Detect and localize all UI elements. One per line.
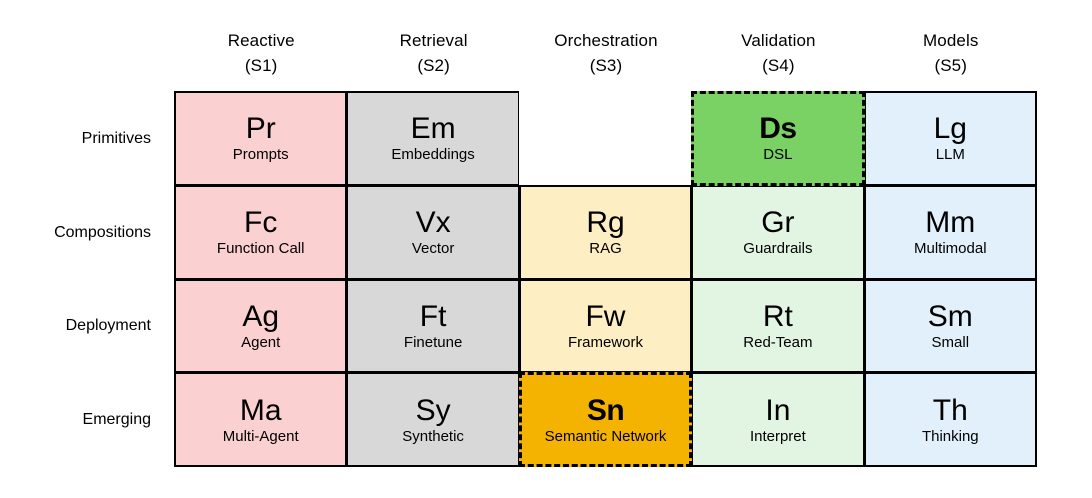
element-name: Multimodal: [914, 240, 987, 258]
column-header-name: Orchestration: [554, 31, 658, 50]
element-symbol: Vx: [415, 206, 451, 240]
element-symbol: Em: [410, 112, 456, 146]
column-header-name: Validation: [741, 31, 816, 50]
row-label-emerging: Emerging: [82, 411, 151, 429]
column-header-name: Models: [923, 31, 979, 50]
row-label-deployment: Deployment: [65, 317, 151, 335]
element-name: Thinking: [921, 427, 979, 445]
element-symbol: Fc: [244, 206, 278, 240]
element-name: LLM: [935, 146, 965, 164]
element-symbol: Rt: [762, 299, 793, 333]
column-header-code: (S1): [244, 56, 278, 75]
column-header-models: Models (S5): [865, 28, 1037, 78]
element-name: Function Call: [216, 240, 305, 258]
column-header-code: (S2): [417, 56, 450, 75]
element-symbol: Ft: [419, 299, 447, 333]
element-name: Finetune: [403, 333, 463, 351]
column-header-code: (S5): [934, 56, 968, 75]
element-cell-empty: [518, 91, 693, 186]
element-name: Agent: [241, 333, 281, 351]
column-header-code: (S4): [762, 56, 795, 75]
column-header-reactive: Reactive (S1): [175, 28, 347, 78]
element-symbol: Ds: [759, 112, 797, 146]
element-symbol: Sn: [586, 393, 625, 427]
element-symbol: Gr: [761, 206, 795, 240]
element-name: Small: [931, 333, 970, 351]
element-name: Red-Team: [743, 333, 813, 351]
column-header-orchestration: Orchestration (S3): [520, 28, 692, 78]
element-name: RAG: [589, 240, 622, 258]
element-symbol: Sy: [415, 393, 451, 427]
column-header-code: (S3): [589, 56, 623, 75]
element-symbol: Ag: [242, 299, 280, 333]
column-header-validation: Validation (S4): [692, 28, 864, 78]
element-name: Multi-Agent: [222, 427, 299, 445]
element-name: Embeddings: [391, 146, 475, 164]
row-label-primitives: Primitives: [81, 129, 151, 147]
row-label-compositions: Compositions: [54, 223, 151, 241]
element-symbol: In: [765, 393, 791, 427]
element-name: Guardrails: [743, 240, 813, 258]
element-symbol: Sm: [927, 299, 973, 333]
element-name: Semantic Network: [544, 427, 667, 445]
element-name: Vector: [411, 240, 455, 258]
element-name: Synthetic: [402, 427, 464, 445]
element-symbol: Mm: [925, 206, 976, 240]
element-symbol: Pr: [245, 112, 276, 146]
column-header-row: Reactive (S1) Retrieval (S2) Orchestration (S…: [175, 28, 1037, 78]
element-symbol: Ma: [239, 393, 282, 427]
element-name: Framework: [567, 333, 643, 351]
element-symbol: Th: [932, 393, 968, 427]
element-name: Prompts: [232, 146, 289, 164]
element-name: Interpret: [749, 427, 806, 445]
element-symbol: Fw: [585, 299, 626, 333]
column-header-name: Retrieval: [399, 31, 468, 50]
element-symbol: Rg: [586, 206, 625, 240]
element-name: DSL: [763, 146, 793, 164]
element-symbol: Lg: [933, 112, 967, 146]
column-header-name: Reactive: [227, 31, 295, 50]
column-header-retrieval: Retrieval (S2): [347, 28, 519, 78]
